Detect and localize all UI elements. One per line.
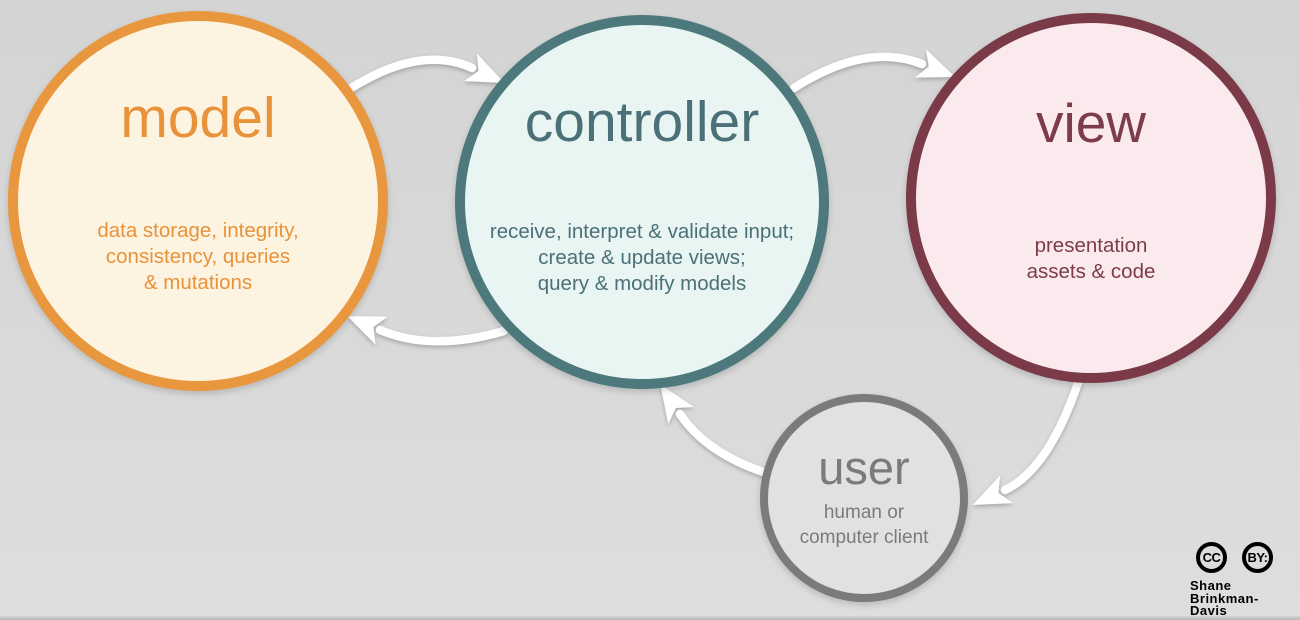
cc-license-icon: CC [1196,542,1227,573]
node-model-label: model [120,86,276,150]
node-model: model data storage, integrity, consisten… [8,11,388,391]
arrow-model-to-controller [343,53,505,95]
arrow-controller-to-model [347,316,509,346]
arrow-controller-to-view [789,49,956,93]
author-credit: Shane Brinkman-Davis [1190,578,1259,618]
node-controller-description: receive, interpret & validate input; cre… [489,220,795,295]
bottom-edge-shadow [0,616,1300,620]
node-view: view presentation assets & code [906,13,1276,383]
node-view-description: presentation assets & code [1026,234,1156,283]
node-user: user human or computer client [760,394,968,602]
node-user-description: human or computer client [799,502,929,548]
arrow-view-to-user [972,378,1083,506]
node-view-label: view [1035,92,1147,154]
node-controller-label: controller [524,90,760,154]
node-controller: controller receive, interpret & validate… [455,15,829,389]
node-model-description: data storage, integrity, consistency, qu… [97,219,299,294]
node-user-label: user [818,441,910,494]
cc-by-icon: BY: [1242,542,1273,573]
arrow-user-to-controller [660,384,771,478]
